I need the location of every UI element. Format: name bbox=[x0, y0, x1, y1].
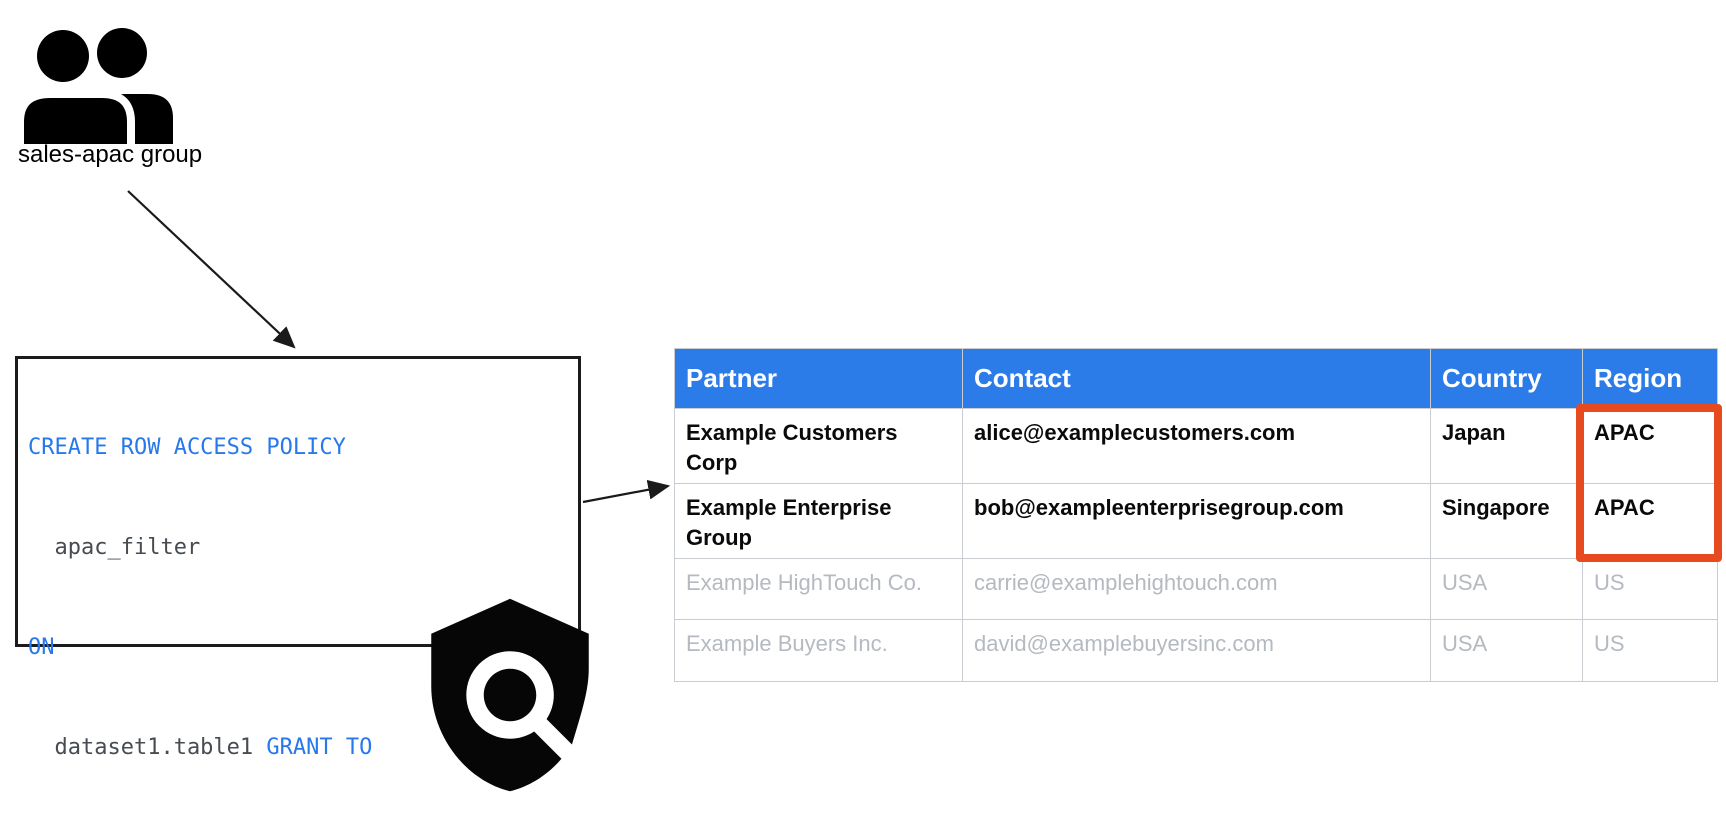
cell-contact: david@examplebuyersinc.com bbox=[962, 619, 1431, 682]
cell-country: USA bbox=[1430, 558, 1583, 620]
policy-shield-icon bbox=[431, 598, 589, 792]
cell-region: APAC bbox=[1582, 408, 1718, 484]
cell-partner: Example Enterprise Group bbox=[674, 483, 963, 559]
sql-keyword: CREATE ROW ACCESS POLICY bbox=[28, 434, 346, 460]
cell-contact: alice@examplecustomers.com bbox=[962, 408, 1431, 484]
column-header-country: Country bbox=[1430, 348, 1583, 409]
table-row: Example Enterprise Group bob@exampleente… bbox=[674, 483, 1718, 559]
table-row: Example Buyers Inc. david@examplebuyersi… bbox=[674, 619, 1718, 682]
sql-keyword: ON bbox=[28, 635, 55, 661]
column-header-region: Region bbox=[1582, 348, 1718, 409]
table-row: Example Customers Corp alice@examplecust… bbox=[674, 408, 1718, 484]
cell-partner: Example Customers Corp bbox=[674, 408, 963, 484]
code-line: ON bbox=[28, 631, 578, 664]
cell-partner: Example HighTouch Co. bbox=[674, 558, 963, 620]
cell-region: APAC bbox=[1582, 483, 1718, 559]
table-row: Example HighTouch Co. carrie@examplehigh… bbox=[674, 558, 1718, 620]
code-line: CREATE ROW ACCESS POLICY bbox=[28, 431, 578, 464]
table-header-row: Partner Contact Country Region bbox=[674, 348, 1718, 409]
sql-identifier: apac_filter bbox=[28, 535, 201, 561]
policy-sql-code: CREATE ROW ACCESS POLICY apac_filter ON … bbox=[18, 359, 578, 814]
cell-country: Singapore bbox=[1430, 483, 1583, 559]
column-header-partner: Partner bbox=[674, 348, 963, 409]
partners-table: Partner Contact Country Region Example C… bbox=[674, 348, 1718, 682]
group-icon bbox=[18, 28, 173, 144]
cell-region: US bbox=[1582, 558, 1718, 620]
cell-partner: Example Buyers Inc. bbox=[674, 619, 963, 682]
sql-keyword: GRANT TO bbox=[266, 735, 373, 761]
code-line: apac_filter bbox=[28, 531, 578, 564]
cell-contact: bob@exampleenterprisegroup.com bbox=[962, 483, 1431, 559]
cell-country: Japan bbox=[1430, 408, 1583, 484]
column-header-contact: Contact bbox=[962, 348, 1431, 409]
code-line: dataset1.table1 GRANT TO bbox=[28, 731, 578, 764]
cell-country: USA bbox=[1430, 619, 1583, 682]
group-label: sales-apac group bbox=[18, 141, 203, 168]
arrow-policy-to-table bbox=[582, 479, 671, 504]
policy-code-box: CREATE ROW ACCESS POLICY apac_filter ON … bbox=[15, 356, 581, 760]
cell-region: US bbox=[1582, 619, 1718, 682]
cell-contact: carrie@examplehightouch.com bbox=[962, 558, 1431, 620]
arrow-group-to-policy bbox=[127, 190, 296, 349]
sql-identifier: dataset1.table1 bbox=[28, 735, 267, 761]
